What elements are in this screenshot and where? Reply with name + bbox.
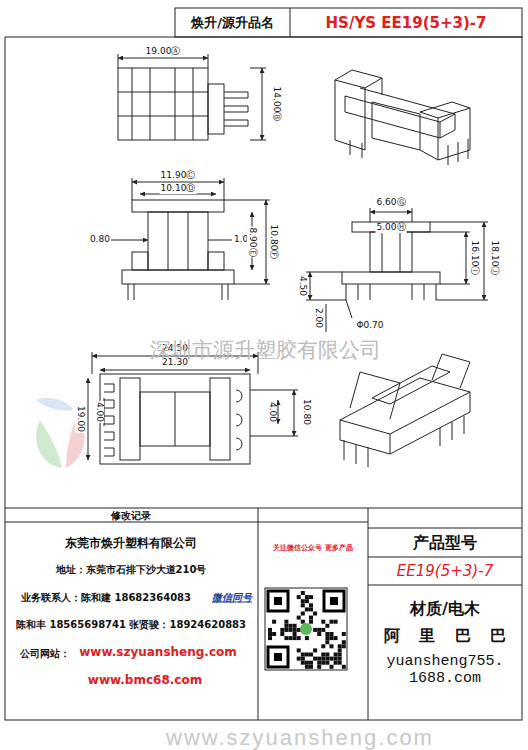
table-cell: EE19(5+3)-7 [368,557,522,585]
cell-text: 焕升/源升品名 [191,14,274,32]
cell-text: 阿 里 巴 巴 [384,626,507,647]
dimension-label: 10.80 [301,398,311,426]
dimension-label: 8.90Ⓔ [247,226,257,257]
dimension-label: 16.10Ⓘ [469,240,479,277]
watermark-logo [36,398,85,468]
bobbin-views [88,54,488,467]
table-cell: 焕升/源升品名 [175,8,290,37]
dimension-label: 5.00Ⓗ [375,223,406,233]
info-text: 关注微信公众号 更多产品 [273,545,352,553]
cell-text: EE19(5+3)-7 [397,562,493,580]
dimension-label: 19.00 [75,405,85,433]
info-text: 修改记录 [111,510,151,521]
info-text: 公司网站： [20,648,70,659]
cell-text: 材质/电木 [410,599,480,620]
info-text: www.bmc68.com [88,674,202,687]
dimension-label: 4.00 [94,401,104,423]
table-cell: 产品型号 [368,528,522,559]
info-text: 东莞市焕升塑料有限公司 [65,537,197,550]
dimension-label: 10.80Ⓕ [268,224,278,261]
info-text: www.szyuansheng.com [79,646,237,659]
dimension-label: 6.60Ⓖ [375,198,406,208]
dimension-label: 4.50 [297,275,307,297]
info-text: 微信同号 [212,592,252,603]
dimension-label: 11.90Ⓒ [160,171,197,181]
dimension-label: 0.80 [89,235,111,245]
cell-text: yuansheng755. 1688.com [372,653,518,687]
dimension-label: 10.10Ⓓ [160,184,197,194]
table-cell: 材质/电木阿 里 巴 巴 yuansheng755. 1688.com [368,585,522,700]
info-text: www.szyuansheng.com [166,726,434,750]
table-cell: HS/YS EE19(5+3)-7 [290,8,522,37]
qr-code [265,588,347,670]
info-text: 业务联系人：陈和建 18682364083 [21,592,191,603]
watermark: 深圳市源升塑胶有限公司 [150,339,381,362]
dimension-label: 4.00 [267,401,277,423]
dimension-label: 2.00 [313,307,323,329]
info-text: 陈和丰 18565698741 张贤骏：18924620883 [16,619,246,630]
dimension-label: Φ0.70 [355,321,384,331]
dimension-label: 18.10Ⓙ [489,240,499,277]
dimension-label: 14.00Ⓑ [271,86,281,123]
sheet-frame [5,8,522,720]
info-text: 地址：东莞市石排下沙大道210号 [56,564,207,575]
cell-text: HS/YS EE19(5+3)-7 [326,14,487,32]
dimension-label: 19.00Ⓐ [145,47,182,57]
cell-text: 产品型号 [413,533,477,554]
